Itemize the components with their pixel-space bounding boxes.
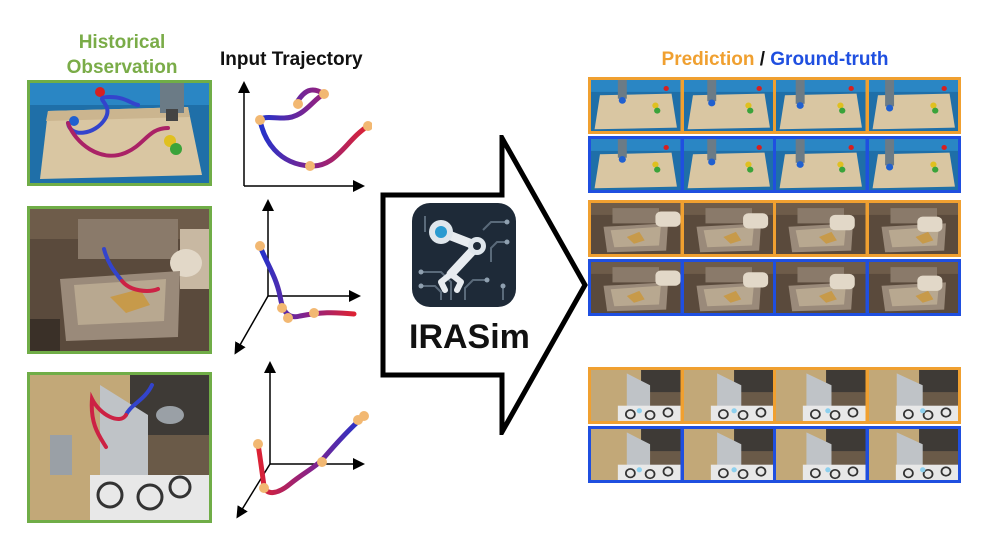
- prediction-frame: [868, 80, 958, 131]
- prediction-frame: [776, 203, 866, 254]
- ground-truth-strip: [588, 259, 961, 316]
- ground-truth-strip: [588, 426, 961, 483]
- trajectory-keypoint: [309, 308, 319, 318]
- trajectory-plot-2d: [238, 81, 372, 192]
- ground-truth-frame: [683, 139, 773, 190]
- trajectory-plot-3d-drawer: [234, 199, 361, 355]
- observation-image-drawer: [27, 206, 212, 354]
- model-name: IRASim: [409, 318, 530, 356]
- ground-truth-frame: [776, 429, 866, 480]
- ground-truth-frame: [868, 139, 958, 190]
- prediction-frame: [683, 80, 773, 131]
- historical-title-line2: Observation: [66, 57, 178, 78]
- trajectory-keypoint: [319, 89, 329, 99]
- observation-image-table: [27, 80, 212, 186]
- input-trajectory-title: Input Trajectory: [220, 49, 363, 70]
- prediction-strip: [588, 200, 961, 257]
- trajectory-keypoint: [253, 439, 263, 449]
- prediction-frame: [776, 370, 866, 421]
- ground-truth-frame: [868, 262, 958, 313]
- ground-truth-frame: [776, 139, 866, 190]
- ground-truth-frame: [591, 139, 681, 190]
- ground-truth-frame: [591, 262, 681, 313]
- prediction-label: Prediction: [661, 49, 755, 70]
- prediction-frame: [868, 370, 958, 421]
- trajectory-keypoint: [259, 483, 269, 493]
- ground-truth-label: Ground-truth: [770, 49, 889, 70]
- historical-title-line1: Historical: [78, 32, 166, 53]
- ground-truth-frame: [776, 262, 866, 313]
- trajectory-plot-3d-stove: [236, 361, 369, 519]
- prediction-frame: [683, 370, 773, 421]
- title-separator: /: [754, 49, 771, 70]
- trajectory-keypoint: [359, 411, 369, 421]
- prediction-frame: [591, 370, 681, 421]
- ground-truth-frame: [591, 429, 681, 480]
- ground-truth-frame: [683, 262, 773, 313]
- prediction-frame: [591, 203, 681, 254]
- ground-truth-frame: [868, 429, 958, 480]
- prediction-frame: [683, 203, 773, 254]
- observation-image-stove: [27, 372, 212, 523]
- ground-truth-frame: [683, 429, 773, 480]
- trajectory-keypoint: [363, 121, 372, 131]
- trajectory-keypoint: [293, 99, 303, 109]
- ground-truth-strip: [588, 136, 961, 193]
- prediction-frame: [591, 80, 681, 131]
- prediction-strip: [588, 77, 961, 134]
- trajectory-keypoint: [277, 303, 287, 313]
- prediction-frame: [776, 80, 866, 131]
- robot-arm-circuit-icon: [411, 202, 517, 308]
- historical-observation-title: Historical Observation: [32, 30, 212, 80]
- prediction-frame: [868, 203, 958, 254]
- trajectory-keypoint: [283, 313, 293, 323]
- prediction-groundtruth-title: Prediction / Ground-truth: [590, 49, 960, 71]
- trajectory-keypoint: [317, 457, 327, 467]
- trajectory-keypoint: [305, 161, 315, 171]
- prediction-strip: [588, 367, 961, 424]
- trajectory-keypoint: [255, 115, 265, 125]
- trajectory-keypoint: [255, 241, 265, 251]
